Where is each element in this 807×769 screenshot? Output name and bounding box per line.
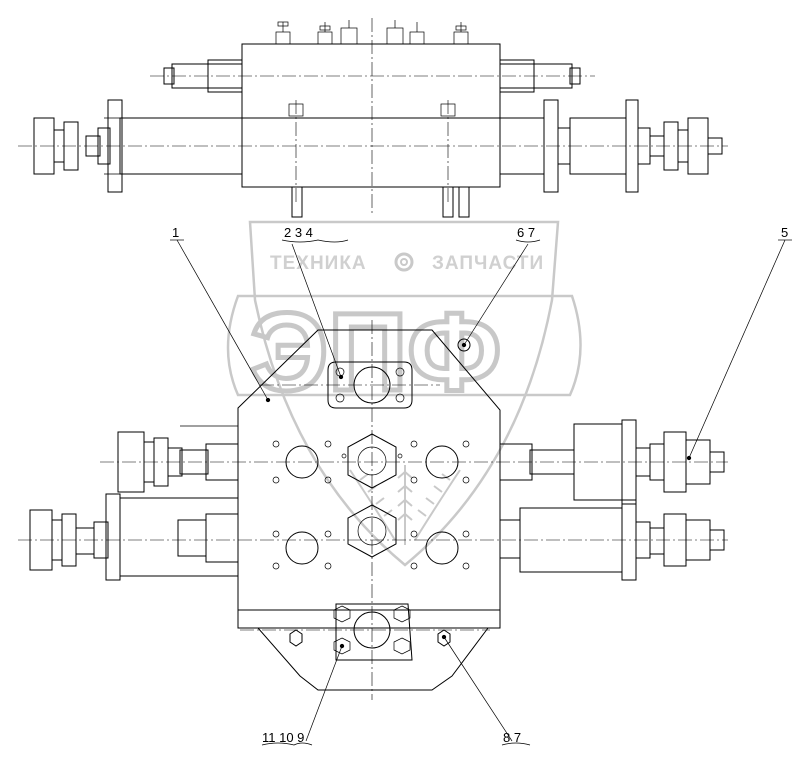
lower-view: [18, 320, 728, 700]
watermark-right-word: ЗАПЧАСТИ: [432, 253, 544, 274]
callout-6-7: 6 7: [517, 225, 535, 240]
mounting-holes: [272, 440, 470, 570]
upper-view: [18, 18, 728, 218]
callout-5: 5: [781, 225, 788, 240]
watermark: ТЕХНИКА ЗАПЧАСТИ ЭПФ: [226, 220, 582, 567]
watermark-logo: ЭПФ: [250, 291, 501, 414]
callout-2-3-4: 2 3 4: [284, 225, 313, 240]
callout-1: 1: [172, 225, 179, 240]
lower-block-body: [237, 329, 501, 629]
callout-leaders: [170, 239, 792, 746]
callout-8-7: 8 7: [503, 730, 521, 745]
wheat-emblem: [349, 465, 461, 545]
callout-11-10-9: 11 10 9: [262, 730, 304, 745]
callout-labels: 1 2 3 4 6 7 5 11 10 9 8 7: [172, 225, 788, 745]
upper-top-bolts: [275, 20, 469, 45]
gear-icon: [394, 252, 414, 272]
upper-block-body: [241, 43, 501, 188]
watermark-left-word: ТЕХНИКА: [270, 253, 367, 274]
